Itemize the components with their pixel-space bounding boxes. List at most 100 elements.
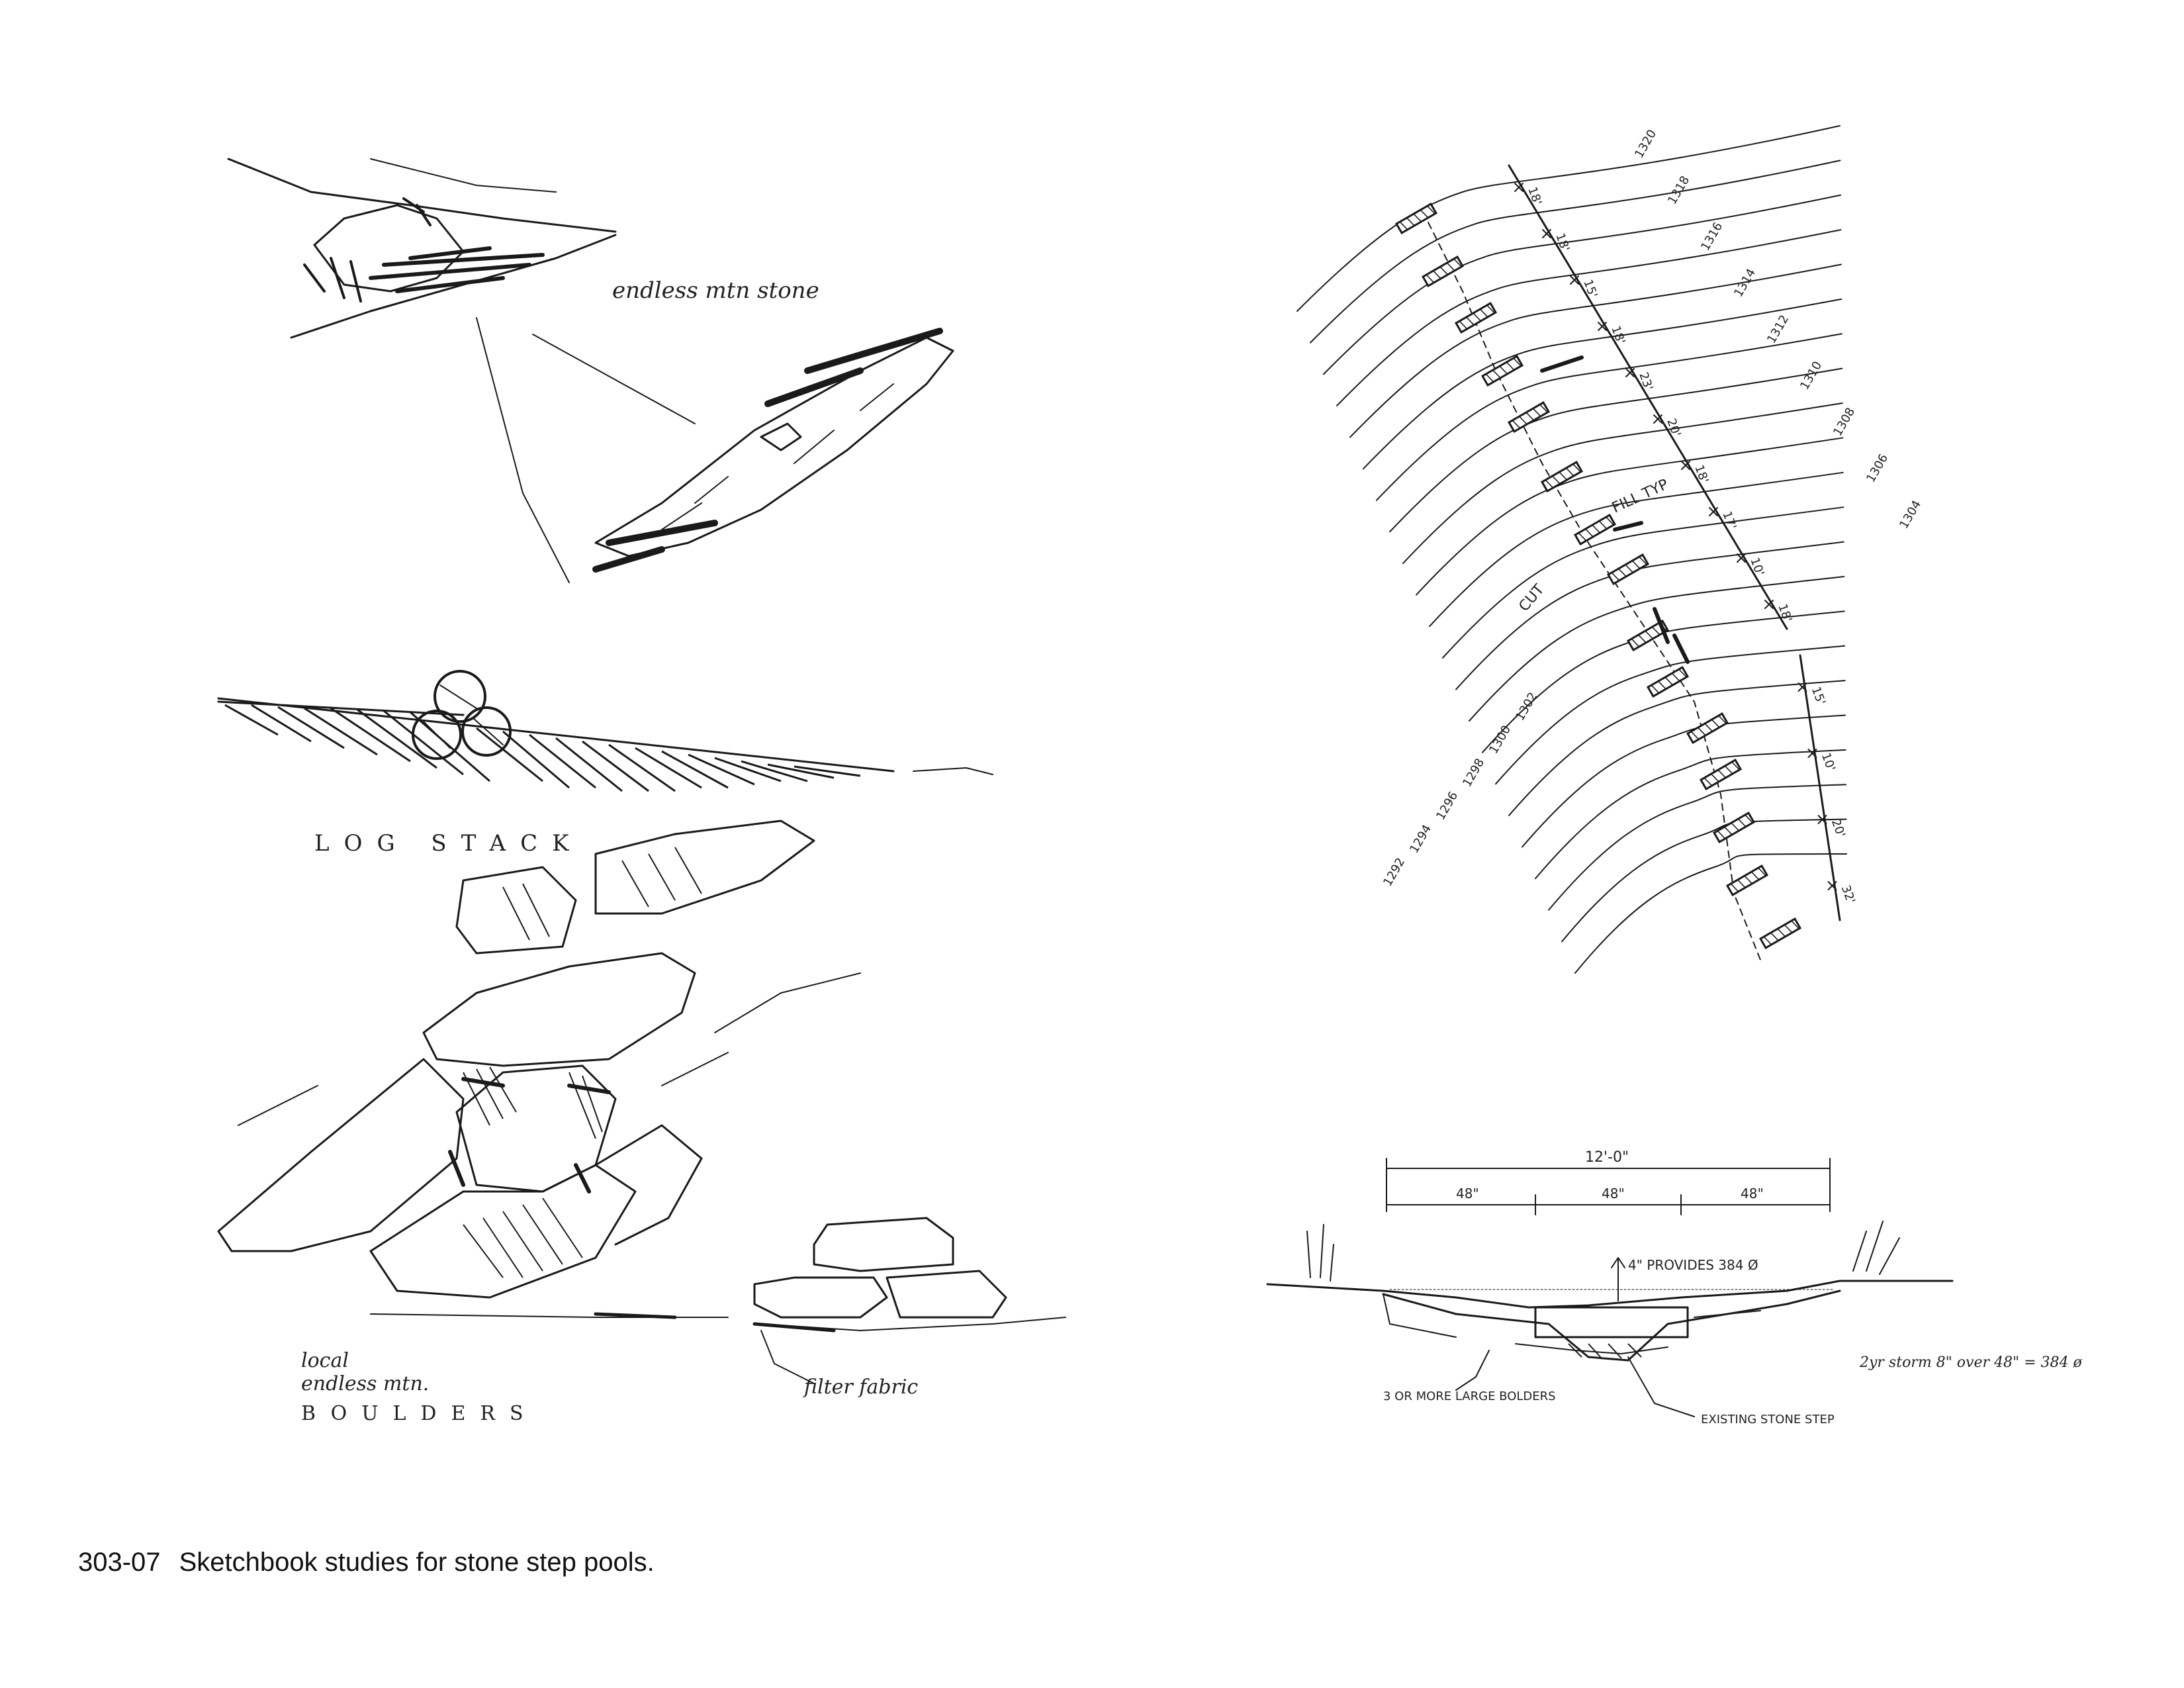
contour-labels: 1320131813161314131213101308130613041302… — [1381, 127, 1924, 888]
contour-line — [1336, 229, 1842, 406]
dimension-tick — [1709, 507, 1718, 516]
dim-sub-2: 48" — [1602, 1186, 1625, 1201]
contour-line — [1389, 367, 1843, 533]
spacing-label: 18' — [1525, 185, 1544, 207]
contour-line — [1349, 263, 1842, 438]
contour-line — [1535, 749, 1846, 880]
contour-label: 1320 — [1632, 127, 1659, 160]
contour-line — [1376, 333, 1843, 501]
contour-line — [1442, 506, 1844, 659]
spacing-label: 18' — [1608, 324, 1627, 346]
contour-line — [1508, 680, 1846, 816]
contour-line — [1297, 125, 1841, 312]
spacing-label: 32' — [1839, 884, 1858, 906]
contour-line — [1416, 437, 1844, 596]
label-storm: 2yr storm 8" over 48" = 384 ø — [1859, 1354, 2083, 1371]
dimension-tick — [1570, 275, 1579, 285]
dimension-tick — [1817, 815, 1827, 824]
dimension-tick — [1764, 600, 1774, 609]
dim-sub-3: 48" — [1741, 1186, 1764, 1201]
contour-lines — [1297, 125, 1847, 974]
contour-line — [1522, 714, 1846, 848]
spacing-label: 18' — [1553, 232, 1572, 254]
stone-step — [1480, 355, 1524, 387]
stone-step — [1573, 514, 1617, 545]
spacing-label: 17' — [1719, 510, 1739, 532]
stone-step — [1394, 203, 1438, 234]
contour-line — [1495, 645, 1846, 785]
spacing-label: 18' — [1775, 602, 1794, 624]
dimension-tick — [1542, 229, 1551, 238]
spacing-label: 20' — [1664, 417, 1683, 439]
contour-label: 1292 — [1381, 855, 1408, 888]
figure-number: 303-07 — [78, 1548, 161, 1577]
dimension-tick — [1598, 322, 1607, 331]
contour-label: 1296 — [1433, 789, 1461, 822]
stone-step — [1606, 553, 1650, 585]
label-fill-typ: FILL TYP — [1610, 476, 1671, 516]
spacing-label: 20' — [1829, 818, 1848, 839]
section-sketch: 12'-0" 48" 48" 48" 4" PROVIDES 384 Ø 2yr… — [1266, 1149, 2083, 1427]
label-large-boulders: 3 OR MORE LARGE BOLDERS — [1383, 1389, 1556, 1403]
boulder-shading — [463, 847, 702, 1278]
contour-label: 1298 — [1460, 756, 1487, 789]
contour-label: 1308 — [1831, 405, 1858, 438]
contour-line — [1469, 575, 1845, 722]
contour-line — [1310, 160, 1841, 344]
ground-hatching — [224, 704, 861, 792]
label-provides: 4" PROVIDES 384 Ø — [1628, 1257, 1758, 1273]
dimension-tick — [1827, 881, 1837, 890]
spacing-label: 18' — [1692, 463, 1711, 485]
contour-line — [1455, 541, 1844, 690]
stone-step — [1712, 812, 1756, 843]
stone-step — [1421, 256, 1465, 287]
dimension-tick — [1653, 414, 1662, 424]
step-dimension-line-2 — [1799, 654, 1841, 921]
sketch-endless-mtn-stone: endless mtn stone — [227, 158, 954, 583]
contour-line — [1548, 784, 1847, 911]
label-log-stack: LOG STACK — [314, 830, 584, 857]
contour-label: 1314 — [1731, 266, 1758, 299]
dimension-tick — [1737, 553, 1746, 563]
plan-sketch: 18' 18' 15' 18' 23' 20' 18' 17' 10' 18' 15' 10' 20' 3… — [1297, 125, 1924, 974]
stone-step — [1725, 865, 1769, 896]
label-boulders: BOULDERS — [301, 1402, 538, 1425]
label-existing-stone-step: EXISTING STONE STEP — [1701, 1413, 1835, 1427]
contour-label: 1312 — [1764, 312, 1792, 346]
stone-step — [1699, 759, 1743, 790]
stone-step — [1686, 712, 1729, 744]
spacing-label: 23' — [1636, 371, 1655, 393]
dim-overall: 12'-0" — [1585, 1149, 1629, 1166]
dimension-tick — [1807, 749, 1817, 758]
contour-line — [1429, 471, 1844, 628]
contour-line — [1323, 194, 1841, 375]
contour-line — [1574, 853, 1847, 974]
dimension-tick — [1625, 368, 1635, 377]
dimension-tick — [1797, 682, 1807, 692]
figure-caption: 303-07 Sketchbook studies for stone step … — [78, 1548, 655, 1577]
label-boulder-note-2: endless mtn. — [301, 1372, 429, 1395]
contour-label: 1306 — [1864, 451, 1891, 485]
label-endless-mtn-stone: endless mtn stone — [612, 277, 819, 304]
stone-step — [1646, 666, 1690, 698]
spacing-label: 15' — [1580, 278, 1600, 300]
spacing-label: 10' — [1819, 751, 1838, 773]
dimension-tick — [1514, 183, 1524, 192]
spacing-label: 15' — [1809, 685, 1828, 707]
section-hatching — [1568, 1343, 1642, 1359]
contour-label: 1302 — [1513, 690, 1540, 723]
contour-label: 1300 — [1486, 723, 1514, 756]
label-cut: CUT — [1516, 581, 1547, 615]
spacing-label: 10' — [1747, 556, 1766, 578]
dim-sub-1: 48" — [1456, 1186, 1479, 1201]
stone-step — [1540, 461, 1584, 492]
stone-step — [1507, 401, 1551, 433]
sketch-log-stack: LOG STACK filter fabric local — [217, 670, 1066, 1425]
label-boulder-note-1: local — [301, 1349, 349, 1372]
stone-step — [1758, 917, 1802, 949]
contour-line — [1363, 298, 1843, 470]
figure-caption-text: Sketchbook studies for stone step pools. — [179, 1548, 655, 1577]
stone-step — [1454, 302, 1498, 334]
